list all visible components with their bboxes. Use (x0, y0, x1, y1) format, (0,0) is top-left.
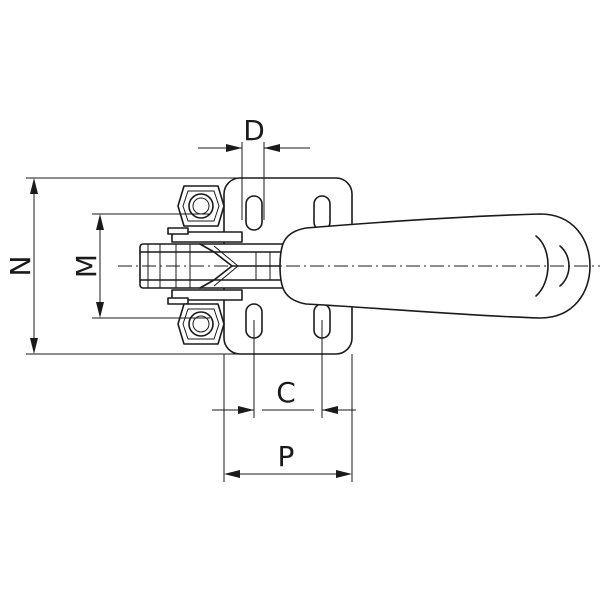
mounting-slot-top-left (245, 195, 263, 231)
dimension-d: D (198, 114, 310, 152)
spindle-bars (167, 227, 243, 305)
mounting-slot-top-right (313, 195, 331, 231)
dimension-m-label: M (70, 254, 103, 278)
dimension-d-label: D (243, 114, 265, 147)
handle-grip-arc-outer (535, 235, 549, 297)
hex-nut-bottom (177, 303, 225, 345)
dimension-n: N (4, 178, 38, 354)
dimension-p: P (224, 440, 352, 478)
dimension-c-label: C (276, 376, 296, 409)
dimension-c: C (212, 376, 356, 414)
dimension-p-label: P (278, 440, 295, 473)
extension-lines (26, 142, 353, 482)
dimension-m: M (70, 214, 104, 318)
hex-nut-top (177, 185, 225, 227)
dimension-n-label: N (4, 256, 37, 277)
